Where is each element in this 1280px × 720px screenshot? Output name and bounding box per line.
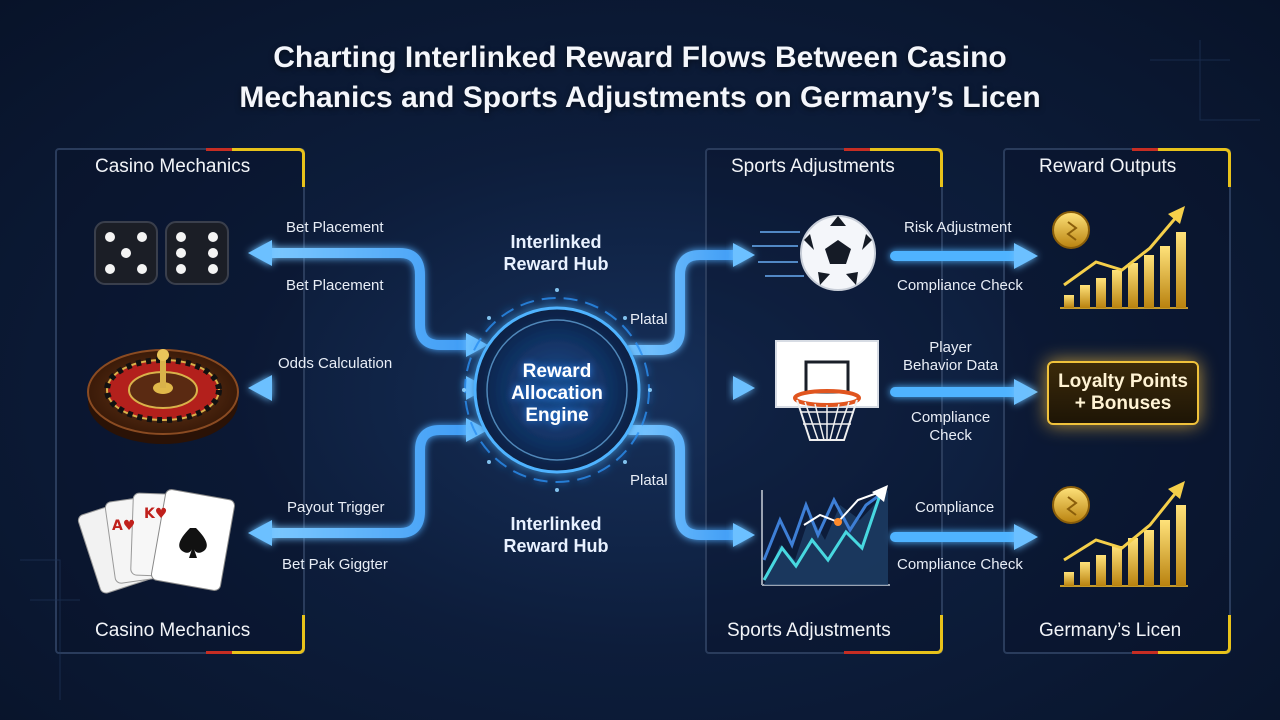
flow-label-bet-pak-giggter: Bet Pak Giggter [282, 556, 388, 573]
engine-line-2: Allocation [511, 383, 603, 404]
engine-line-1: Reward [522, 361, 592, 382]
casino-panel-footer: Casino Mechanics [95, 620, 251, 641]
compliance-check-line-2: Check [929, 427, 972, 444]
hub-label-top: Interlinked Reward Hub [476, 231, 636, 275]
casino-panel-header: Casino Mechanics [95, 156, 251, 177]
platal-label-lower: Platal [630, 472, 668, 489]
soccer-ball-icon [752, 215, 876, 291]
trend-chart-icon [761, 485, 890, 586]
left-flow-arrows [263, 248, 475, 538]
diagram-title: Charting Interlinked Reward Flows Betwee… [0, 38, 1280, 118]
sports-panel-footer: Sports Adjustments [727, 620, 891, 641]
loyalty-line-2: + Bonuses [1074, 393, 1172, 414]
flow-label-compliance-check-1: Compliance Check [897, 277, 1023, 294]
flow-label-compliance: Compliance [915, 499, 995, 516]
flow-label-bet-placement-2: Bet Placement [286, 277, 384, 294]
engine-label: Reward Allocation Engine [492, 361, 622, 427]
hub-bottom-line-1: Interlinked [510, 514, 602, 534]
title-line-2: Mechanics and Sports Adjustments on Germ… [239, 81, 1041, 114]
hub-top-line-2: Reward Hub [503, 254, 609, 274]
loyalty-points-bonuses-box: Loyalty Points + Bonuses [1047, 361, 1199, 425]
reward-growth-chart-bottom [1052, 481, 1188, 587]
reward-panel-header: Reward Outputs [1039, 156, 1177, 177]
loyalty-line-1: Loyalty Points [1058, 371, 1188, 392]
flow-label-compliance-check-3: Compliance Check [897, 556, 1023, 573]
right-arrowheads [733, 243, 755, 547]
svg-text:K♥: K♥ [144, 506, 167, 522]
hub-top-line-1: Interlinked [510, 232, 602, 252]
playing-cards-icon: A♥ K♥ [77, 489, 236, 594]
flow-label-odds-calculation: Odds Calculation [278, 355, 393, 372]
compliance-check-line-1: Compliance [911, 409, 991, 426]
basketball-hoop-icon [775, 340, 879, 441]
output-arrowheads [1014, 243, 1038, 550]
player-behavior-line-2: Behavior Data [903, 357, 999, 374]
title-line-1: Charting Interlinked Reward Flows Betwee… [273, 41, 1007, 74]
flow-label-payout-trigger: Payout Trigger [287, 499, 385, 516]
svg-text:A♥: A♥ [112, 518, 135, 534]
player-behavior-line-1: Player [929, 339, 972, 356]
platal-label-upper: Platal [630, 311, 668, 328]
hub-bottom-line-2: Reward Hub [503, 536, 609, 556]
roulette-icon [87, 349, 239, 444]
output-flow-arrows [890, 251, 1020, 542]
reward-growth-chart-top [1052, 206, 1188, 309]
engine-line-3: Engine [525, 405, 589, 426]
sports-panel-header: Sports Adjustments [731, 156, 895, 177]
flow-label-risk-adjustment: Risk Adjustment [904, 219, 1012, 236]
flow-label-player-behavior-data: Player Behavior Data [903, 339, 998, 375]
right-flow-arrows [625, 250, 740, 540]
reward-panel-footer: Germany’s Licen [1039, 620, 1182, 641]
flow-label-bet-placement-1: Bet Placement [286, 219, 384, 236]
hub-label-bottom: Interlinked Reward Hub [476, 513, 636, 557]
dice-icon [94, 221, 229, 285]
flow-label-compliance-check-2: Compliance Check [911, 409, 990, 445]
